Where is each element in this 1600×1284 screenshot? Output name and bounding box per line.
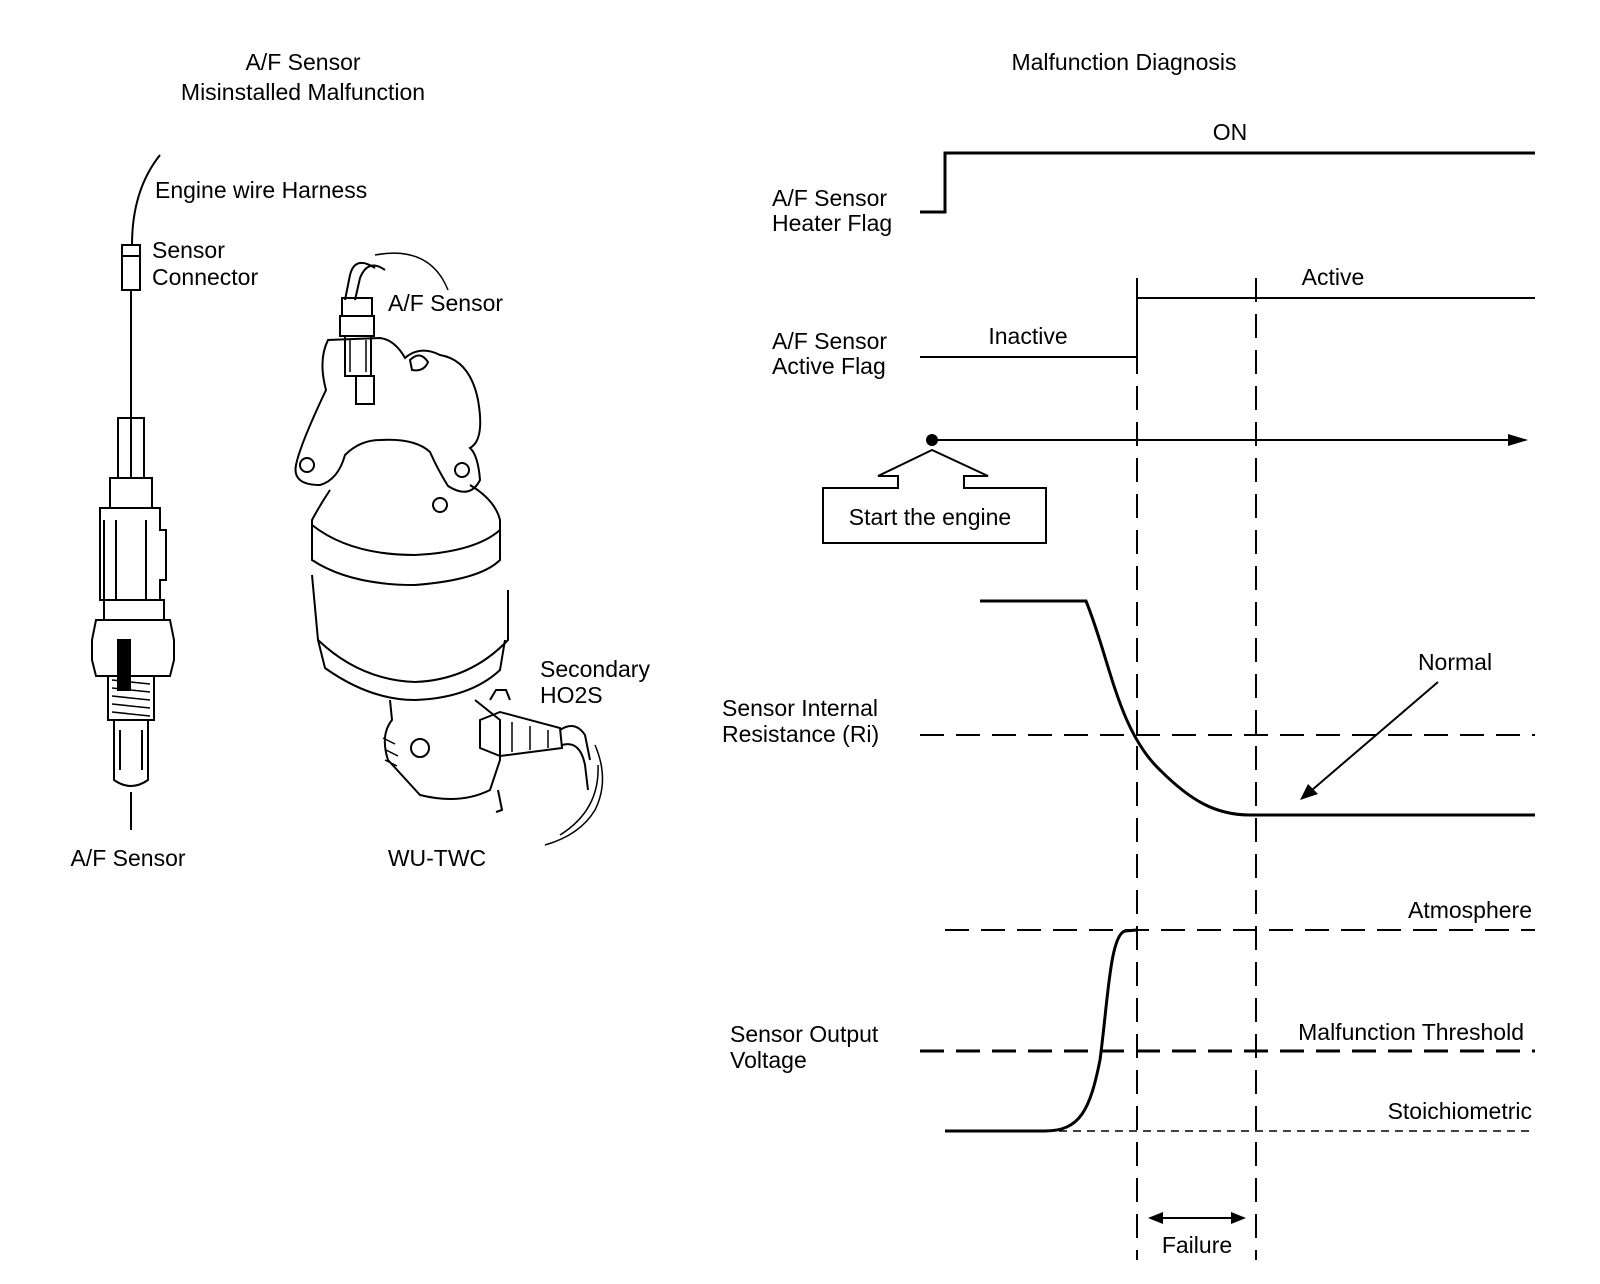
active-flag-label-line1: A/F Sensor [772,328,887,354]
failure-arrow-right [1231,1212,1246,1224]
active-flag-state-inactive: Inactive [988,323,1067,349]
normal-label: Normal [1418,649,1492,675]
time-axis-arrowhead [1508,434,1528,446]
heater-flag-label-line2: Heater Flag [772,210,892,236]
sensor-connector-label-line1: Sensor [152,237,225,263]
normal-pointer-arrowhead [1300,784,1318,800]
active-flag-state-active: Active [1302,264,1365,290]
engine-wire-harness-label: Engine wire Harness [155,177,367,203]
failure-label: Failure [1162,1232,1232,1258]
af-sensor-mounted-label: A/F Sensor [388,290,503,316]
sensor-connector [121,244,141,291]
heater-flag-signal [920,151,1535,214]
malfunction-threshold-label: Malfunction Threshold [1298,1019,1524,1045]
stoichiometric-label: Stoichiometric [1388,1098,1532,1124]
output-voltage-label-line2: Voltage [730,1047,807,1073]
failure-arrow-left [1148,1212,1163,1224]
secondary-ho2s-label-line1: Secondary [540,656,650,682]
left-title-line2: Misinstalled Malfunction [181,79,425,105]
normal-pointer-line [1311,681,1439,791]
start-engine-callout [822,448,1047,544]
wu-twc-illustration [294,252,604,846]
heater-flag-state-on: ON [1213,119,1248,145]
left-panel: A/F Sensor Misinstalled Malfunction Engi… [70,49,650,871]
wu-twc-caption: WU-TWC [388,845,486,871]
output-voltage-curve [945,928,1138,1133]
active-flag-label-line2: Active Flag [772,353,886,379]
internal-resistance-label-line1: Sensor Internal [722,695,878,721]
internal-resistance-label-line2: Resistance (Ri) [722,721,879,747]
engine-wire-harness [131,154,161,246]
right-title: Malfunction Diagnosis [1011,49,1236,75]
secondary-ho2s-label-line2: HO2S [540,682,603,708]
internal-resistance-curve [980,599,1535,817]
output-voltage-label-line1: Sensor Output [730,1021,879,1047]
af-sensor-caption: A/F Sensor [70,845,185,871]
af-sensor-illustration [91,417,175,830]
sensor-connector-label-line2: Connector [152,264,258,290]
heater-flag-label-line1: A/F Sensor [772,185,887,211]
atmosphere-label: Atmosphere [1408,897,1532,923]
right-panel: Malfunction Diagnosis A/F Sensor Heater … [722,49,1535,1260]
left-title-line1: A/F Sensor [245,49,360,75]
start-engine-label: Start the engine [849,504,1011,530]
